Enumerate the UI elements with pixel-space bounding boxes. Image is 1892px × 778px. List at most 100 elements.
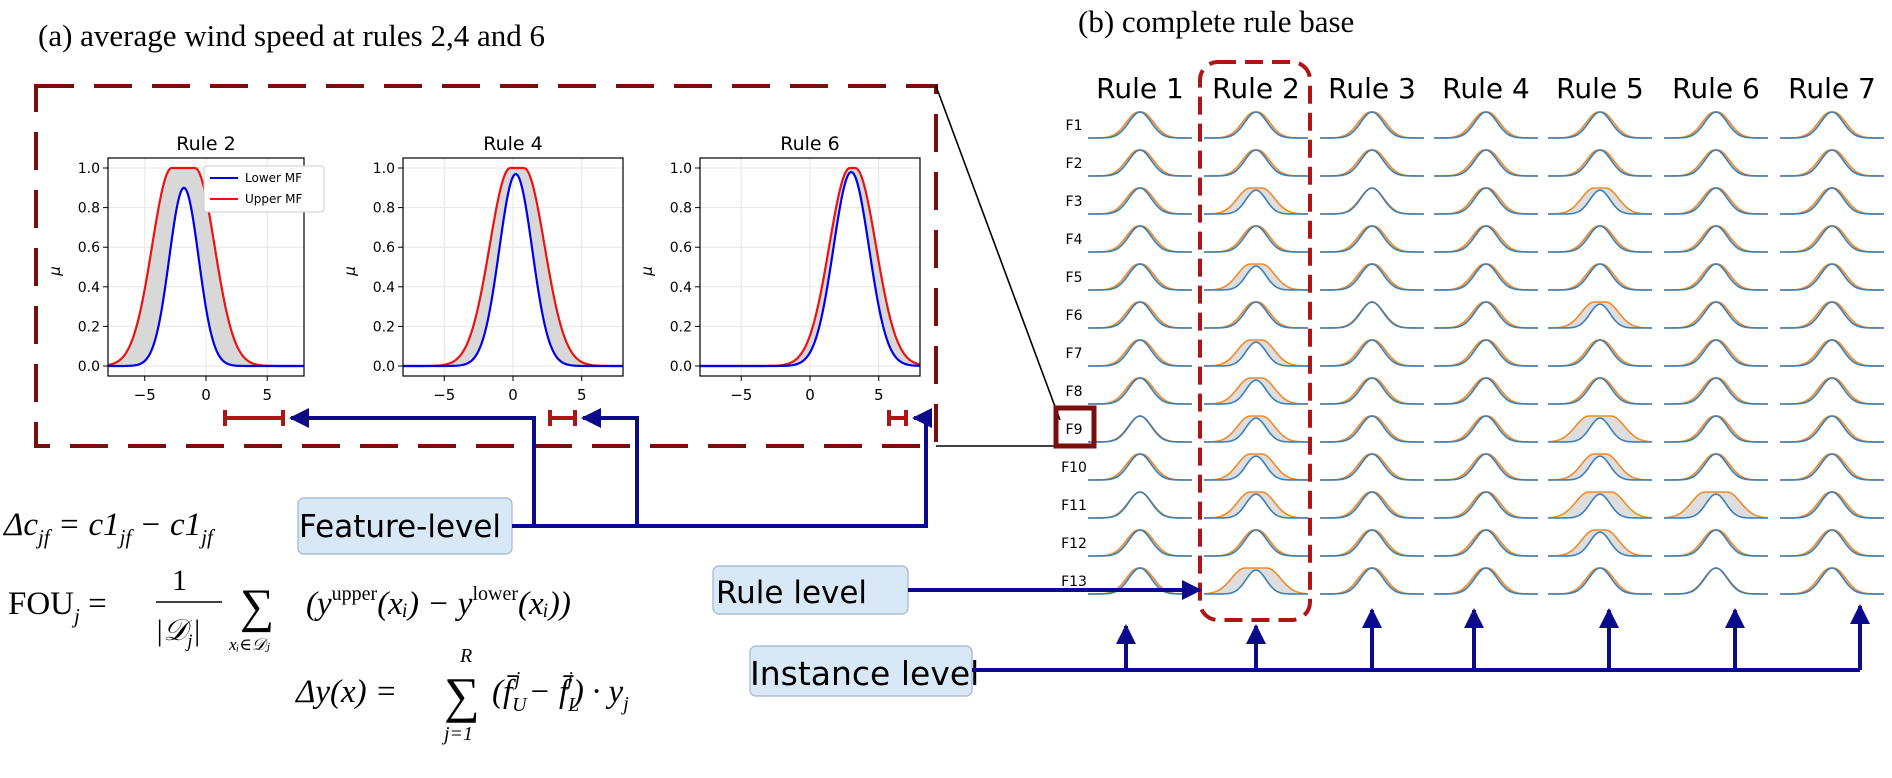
feature-level-label: Feature-level	[299, 509, 501, 545]
mf-cell-2-F2	[1203, 149, 1309, 177]
legend-lower-label: Lower MF	[245, 171, 302, 185]
mf-cell-6-F10	[1663, 453, 1769, 481]
mf-cell-7-F3	[1779, 187, 1885, 215]
x-tick-label: 0	[805, 386, 815, 404]
mf-cell-6-F4	[1663, 225, 1769, 253]
x-tick-label: −5	[730, 386, 752, 404]
mf-cell-6-F11	[1663, 491, 1769, 519]
mf-cell-2-F8	[1203, 377, 1309, 405]
mf-cell-6-F9	[1663, 415, 1769, 443]
mf-cell-4-F1	[1433, 111, 1539, 139]
mf-cell-7-F5	[1779, 263, 1885, 291]
mf-cell-4-F4	[1433, 225, 1539, 253]
mf-cell-7-F9	[1779, 415, 1885, 443]
mf-cell-5-F6	[1547, 301, 1653, 329]
mf-cell-6-F13	[1663, 567, 1769, 595]
mf-cell-1-F5	[1087, 263, 1193, 291]
rule-level-box: Rule level	[712, 565, 909, 615]
mf-cell-3-F13	[1319, 567, 1425, 595]
y-tick-label: 0.6	[78, 240, 100, 256]
mf-cell-5-F5	[1547, 263, 1653, 291]
mf-cell-5-F12	[1547, 529, 1653, 557]
mf-cell-2-F11	[1203, 491, 1309, 519]
mf-cell-6-F7	[1663, 339, 1769, 367]
mf-cell-7-F4	[1779, 225, 1885, 253]
svg-text:FOUj =: FOUj =	[8, 586, 107, 628]
mf-cell-5-F1	[1547, 111, 1653, 139]
mf-cell-4-F3	[1433, 187, 1539, 215]
legend-upper-label: Upper MF	[245, 192, 303, 206]
rule-2-highlight	[1198, 60, 1312, 622]
mf-cell-3-F2	[1319, 149, 1425, 177]
svg-text:(yupper(xᵢ) − ylower(xᵢ)): (yupper(xᵢ) − ylower(xᵢ))	[306, 583, 571, 622]
feature-label-F1: F1	[1066, 118, 1083, 134]
y-tick-label: 0.4	[78, 280, 100, 296]
subplot-title: Rule 4	[483, 133, 543, 155]
rule-header-4: Rule 4	[1442, 72, 1530, 105]
rule-header-7: Rule 7	[1788, 72, 1876, 105]
mf-cell-4-F2	[1433, 149, 1539, 177]
mf-cell-3-F9	[1319, 415, 1425, 443]
lower-mf-line	[403, 172, 623, 368]
y-tick-label: 0.4	[670, 280, 692, 296]
mf-cell-5-F10	[1547, 453, 1653, 481]
rule-header-5: Rule 5	[1556, 72, 1644, 105]
mf-cell-3-F1	[1319, 111, 1425, 139]
y-tick-label: 0.6	[373, 240, 395, 256]
lower-mf-line	[107, 186, 304, 368]
mf-cell-4-F12	[1433, 529, 1539, 557]
mf-cell-6-F12	[1663, 529, 1769, 557]
mf-cell-1-F10	[1087, 453, 1193, 481]
x-tick-label: 0	[508, 386, 518, 404]
mf-cell-6-F2	[1663, 149, 1769, 177]
lower-mf-line	[700, 170, 921, 368]
y-tick-label: 1.0	[78, 161, 100, 177]
mf-cell-2-F10	[1203, 453, 1309, 481]
mf-cell-5-F2	[1547, 149, 1653, 177]
y-axis-label: μ	[46, 266, 64, 277]
panel-a-title: (a) average wind speed at rules 2,4 and …	[38, 18, 545, 53]
x-tick-label: 5	[577, 386, 587, 404]
mf-cell-3-F7	[1319, 339, 1425, 367]
mf-cell-6-F3	[1663, 187, 1769, 215]
mf-cell-1-F8	[1087, 377, 1193, 405]
mf-cell-2-F6	[1203, 301, 1309, 329]
mf-cell-7-F12	[1779, 529, 1885, 557]
y-tick-label: 0.0	[670, 359, 692, 375]
mf-cell-3-F10	[1319, 453, 1425, 481]
formula-delta-y: Δy(x) = R ∑ j=1 (f̄Uj − f̄Lj) · yj	[294, 645, 629, 745]
feature-label-F5: F5	[1066, 270, 1083, 286]
feature-label-F12: F12	[1061, 536, 1087, 552]
mf-cell-1-F13	[1087, 567, 1193, 595]
mf-cell-4-F7	[1433, 339, 1539, 367]
y-tick-label: 0.8	[373, 201, 395, 217]
svg-text:Δy(x) =: Δy(x) =	[294, 674, 397, 710]
rule-base-grid	[1087, 111, 1885, 595]
feature-label-F6: F6	[1066, 308, 1083, 324]
svg-text:∑: ∑	[240, 580, 274, 633]
mf-cell-2-F13	[1203, 567, 1309, 595]
interval-markers	[223, 410, 908, 426]
mf-cell-3-F12	[1319, 529, 1425, 557]
mf-cell-4-F10	[1433, 453, 1539, 481]
y-tick-label: 0.4	[373, 280, 395, 296]
mf-cell-7-F6	[1779, 301, 1885, 329]
mf-cell-5-F13	[1547, 567, 1653, 595]
svg-text:j=1: j=1	[441, 723, 473, 745]
y-axis-label: μ	[341, 266, 359, 277]
formula-delta-c: Δcjf = c1jf − c1jf	[2, 507, 216, 549]
mf-cell-4-F11	[1433, 491, 1539, 519]
svg-text:∑: ∑	[444, 667, 480, 723]
instance-level-box: Instance level	[749, 645, 979, 697]
arrows	[289, 408, 1870, 672]
y-tick-label: 0.6	[670, 240, 692, 256]
svg-text:R: R	[459, 645, 472, 667]
svg-text:xᵢ∈𝒟ⱼ: xᵢ∈𝒟ⱼ	[228, 635, 270, 654]
feature-label-F3: F3	[1066, 194, 1083, 210]
rule-header-3: Rule 3	[1328, 72, 1416, 105]
mf-cell-2-F9	[1203, 415, 1309, 443]
